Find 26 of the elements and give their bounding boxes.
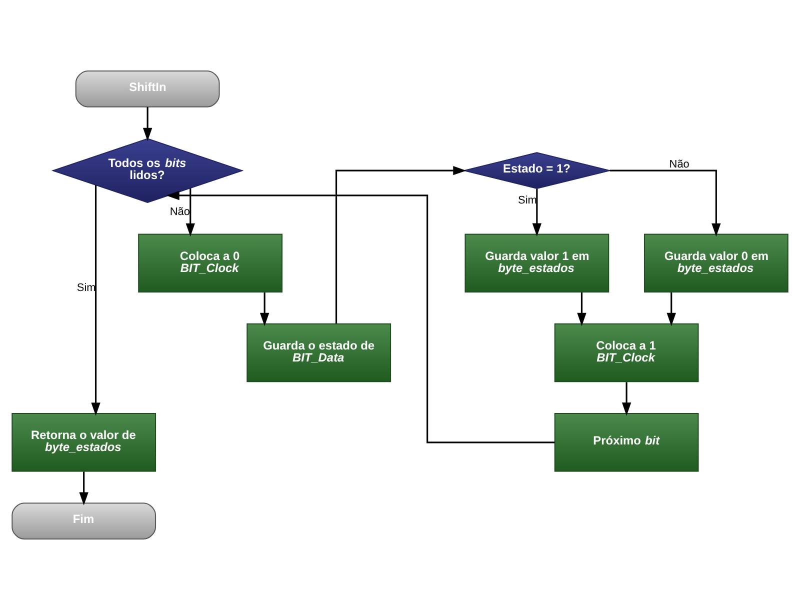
arrow [142, 107, 152, 142]
arrow [166, 190, 555, 444]
node-box: Guarda o estado de BIT_Data [246, 323, 392, 382]
node-box: Fim [12, 502, 156, 540]
arrow [260, 292, 270, 326]
arrow [666, 292, 676, 326]
node-box: Coloca a 0 BIT_Clock [138, 234, 282, 293]
node-box: Coloca a 1 BIT_Clock [554, 323, 699, 382]
arrow [91, 185, 100, 416]
edge-label: Não [170, 206, 190, 218]
arrow [622, 382, 632, 416]
arrow [335, 166, 466, 324]
node-diamond: Todos os bits lidos? [51, 138, 244, 203]
node-box: Retorna o valor de byte_estados [12, 413, 156, 472]
node-box: Guarda valor 1 em byte_estados [464, 234, 610, 293]
edge-label: Sim [76, 282, 96, 294]
arrow [186, 188, 195, 236]
edge-label: Não [669, 158, 690, 170]
node-box: Próximo bit [554, 413, 699, 472]
node-box: Guarda valor 0 em byte_estados [644, 234, 788, 293]
arrow [532, 188, 542, 236]
arrow [79, 472, 88, 506]
arrow [610, 170, 721, 237]
node-diamond: Estado = 1? [463, 152, 610, 189]
node-box: ShiftIn [75, 70, 220, 108]
arrow [577, 292, 586, 326]
